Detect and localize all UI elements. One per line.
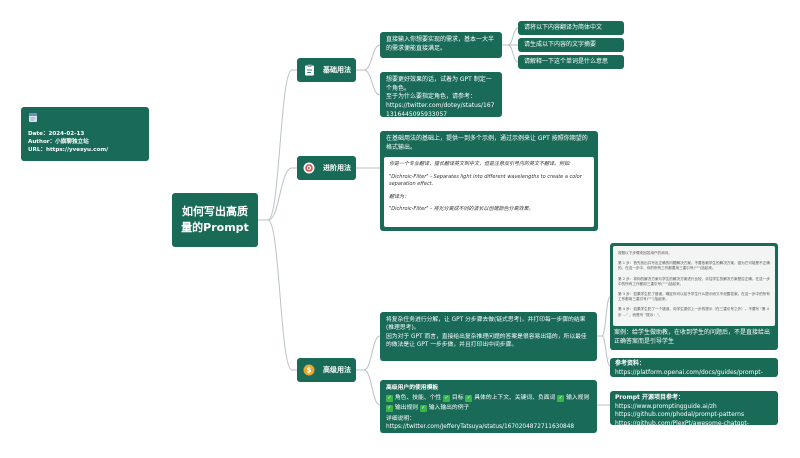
expert-reference-node: 参考资料： https://platform.openai.com/docs/g… (610, 358, 778, 384)
connector-basic-node2 (356, 69, 381, 96)
connector-node1-ref (597, 335, 611, 367)
dollar-icon: $ (303, 364, 315, 376)
branch-expert: $ 高级用法 (297, 358, 356, 382)
project-link[interactable]: https://www.promptingguide.ai/zh (615, 402, 717, 410)
branch-expert-label: 高级用法 (323, 366, 351, 374)
connector-node1-ex1 (502, 27, 519, 46)
root-node: 如何写出高质 量的Prompt (172, 193, 258, 247)
advanced-intro: 在基础用法的基础上，提供一到多个示例，通过示例来让 GPT 按照你期望的格式输出… (386, 135, 588, 151)
expert-case-node: 按照以下步骤来回答用户的询问。 第 1 步：首先找出并写出正确的问题解决方案。不… (610, 243, 778, 350)
connector-expert-node2 (356, 369, 381, 406)
info-date: Date：2024-02-13 (28, 131, 85, 138)
checkmark-icon: ✓ (419, 404, 427, 412)
steps-example-box: 按照以下步骤来回答用户的询问。 第 1 步：首先找出并写出正确的问题解决方案。不… (613, 246, 775, 326)
root-title-line-2: 量的Prompt (181, 221, 249, 234)
expert-chain-node: 将复杂任务进行分解，让 GPT 分步骤去做(链式思考)，并打印每一步骤的结果(推… (380, 312, 597, 361)
basic-direct-node: 直接输入你想要实现的需求，基本一大半的需求便能直接满足。 (380, 32, 502, 58)
branch-basic: 基础用法 (297, 58, 356, 82)
prompt-engineering-link[interactable]: https://platform.openai.com/docs/guides/… (615, 368, 763, 385)
checkmark-icon: ✓ (443, 395, 451, 403)
example-summary: 请生成以下内容的文字摘要 (518, 38, 624, 52)
basic-role-node: 想要更好效果的话，试着为 GPT 制定一个角色。 至于为什么要指定角色，请参考：… (380, 72, 502, 118)
info-author: Author：小旗聊独立站 (28, 139, 89, 146)
connector-node1-ex3 (502, 44, 519, 63)
checkmark-icon: ✓ (557, 395, 565, 403)
advanced-example-box: 你是一个专业翻译，擅长翻译英文到中文，但是注意双引号内的英文不翻译。例如: "D… (384, 157, 594, 227)
expert-template-node: 高级用户的使用模板 ✓ 角色、技能、个性 ✓ 目标 ✓ 具体的上下文、关键词、负… (380, 380, 597, 433)
template-items: ✓ 角色、技能、个性 ✓ 目标 ✓ 具体的上下文、关键词、负面词 ✓ 输入规则 … (386, 395, 590, 412)
project-link[interactable]: https://github.com/phodal/prompt-pattern… (615, 411, 745, 419)
connector-node1-case (597, 296, 611, 337)
root-title-line-1: 如何写出高质 (182, 205, 248, 219)
branch-basic-label: 基础用法 (323, 66, 351, 74)
connector-expert-node1 (356, 335, 381, 371)
document-icon (28, 112, 142, 126)
info-card: Date：2024-02-13 Author：小旗聊独立站 URL：https:… (21, 107, 149, 161)
clipboard-icon (303, 64, 315, 76)
info-url: URL：https://yvesyu.com/ (28, 147, 109, 154)
open-source-projects-node: Prompt 开源项目参考： https://www.promptingguid… (610, 391, 778, 436)
connector-root-basic (258, 69, 297, 221)
checkmark-icon: ✓ (386, 404, 393, 412)
target-icon (303, 162, 315, 174)
svg-text:$: $ (306, 366, 311, 375)
projects-title: Prompt 开源项目参考： (615, 394, 684, 401)
connector-root-expert (258, 219, 297, 371)
advanced-example-node: 在基础用法的基础上，提供一到多个示例，通过示例来让 GPT 按照你期望的格式输出… (380, 131, 598, 231)
connector-basic-node1 (356, 44, 381, 71)
checkmark-icon: ✓ (386, 395, 393, 403)
checkmark-icon: ✓ (465, 395, 473, 403)
template-detail-link[interactable]: 详细说明：https://twitter.com/JefferyTatsuya/… (386, 415, 575, 431)
branch-advanced: 进阶用法 (297, 156, 356, 180)
template-title: 高级用户的使用模板 (386, 385, 439, 391)
example-translate: 请将以下内容翻译为简体中文 (518, 21, 624, 35)
example-explain-word: 请解释一下这个单词是什么意思 (518, 55, 624, 69)
branch-advanced-label: 进阶用法 (323, 164, 351, 172)
case-description: 案例：给学生做助教，在收到学生的问题后，不是直接给出正确答案而是引导学生 (614, 329, 771, 345)
project-link[interactable]: https://github.com/PlexPt/awesome-chatgp… (615, 420, 749, 436)
role-reference-link[interactable]: https://twitter.com/dotey/status/1671316… (386, 102, 495, 118)
